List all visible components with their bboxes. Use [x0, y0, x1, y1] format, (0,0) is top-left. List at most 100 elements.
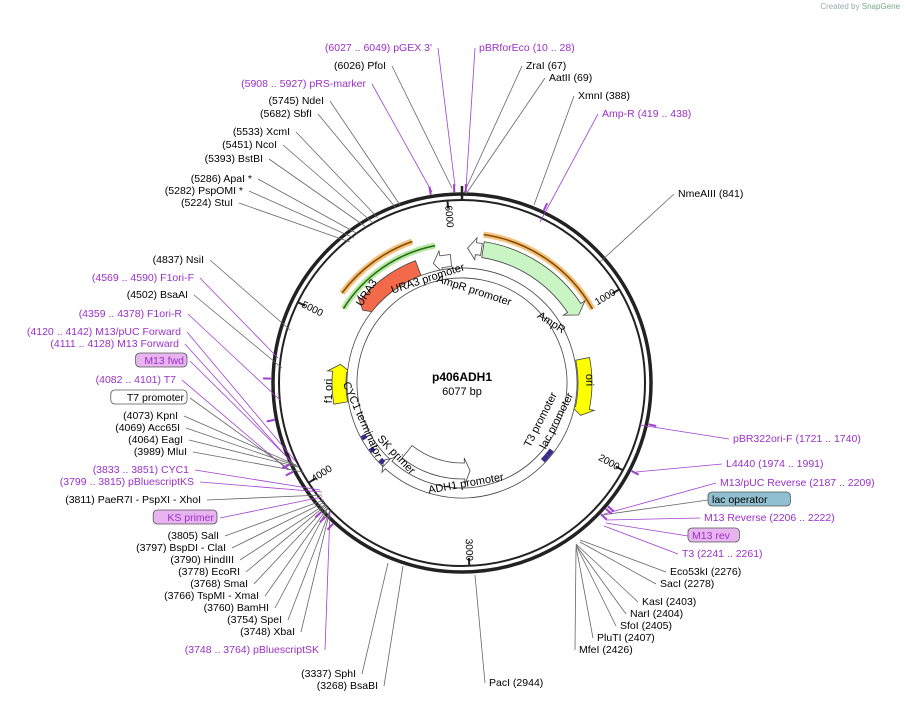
svg-text:MfeI (2426): MfeI (2426) [579, 644, 633, 656]
site-label: SfoI (2405) [575, 544, 672, 632]
svg-text:(3748 .. 3764) pBluescriptSK: (3748 .. 3764) pBluescriptSK [185, 644, 319, 656]
site-label: (5682) SbfI [260, 108, 397, 209]
site-label: pBR322ori-F (1721 .. 1740) [639, 424, 861, 445]
ura3-orf-line [342, 244, 436, 309]
primer-site-tick [428, 186, 432, 195]
site-label: (4120 .. 4142) M13/pUC Forward [27, 326, 297, 463]
site-label: (5393) BstBI [205, 153, 367, 228]
site-label: SacI (2278) [579, 541, 714, 590]
primer-mark [368, 446, 376, 454]
tick-mark [615, 465, 624, 472]
svg-text:T3 (2241 .. 2261): T3 (2241 .. 2261) [682, 548, 763, 560]
svg-text:(5745) NdeI: (5745) NdeI [269, 95, 324, 107]
svg-text:(3766) TspMI - XmaI: (3766) TspMI - XmaI [164, 590, 259, 602]
svg-text:PluTI (2407): PluTI (2407) [597, 632, 655, 644]
primer-site-tick [326, 523, 334, 531]
site-label: MfeI (2426) [574, 547, 633, 656]
svg-text:(5533) XcmI: (5533) XcmI [233, 126, 290, 138]
svg-text:(4111 .. 4128) M13 Forward: (4111 .. 4128) M13 Forward [50, 338, 179, 350]
svg-text:PacI (2944): PacI (2944) [489, 677, 543, 689]
svg-text:(3760) BamHI: (3760) BamHI [204, 602, 269, 614]
site-label: KasI (2403) [575, 543, 696, 608]
svg-text:(3754) SpeI: (3754) SpeI [227, 614, 282, 626]
site-label: (4359 .. 4378) F1ori-R [79, 308, 281, 401]
svg-text:M13 Reverse (2206 .. 2222): M13 Reverse (2206 .. 2222) [704, 512, 835, 524]
f1-ori-label: f1 ori [323, 379, 335, 403]
svg-text:(5682) SbfI: (5682) SbfI [260, 108, 312, 120]
site-label: (5908 .. 5927) pRS-marker [241, 78, 433, 193]
site-label: (3833 .. 3851) CYC1 [93, 464, 321, 491]
svg-text:(4073) KpnI: (4073) KpnI [123, 410, 178, 422]
svg-text:AatII (69): AatII (69) [549, 72, 592, 84]
site-label: ZraI (67) [463, 60, 566, 194]
site-label: (4064) EagI [128, 434, 299, 468]
site-label: (4569 .. 4590) F1ori-F [92, 272, 279, 359]
svg-text:(3768) SmaI: (3768) SmaI [190, 578, 248, 590]
svg-text:ZraI (67): ZraI (67) [526, 60, 566, 72]
site-label: (5224) StuI [181, 197, 351, 243]
svg-text:Amp-R (419 .. 438): Amp-R (419 .. 438) [602, 108, 691, 120]
site-label: (3268) BsaBI [317, 565, 404, 692]
site-label: (5451) NcoI [222, 139, 373, 223]
svg-text:(4569 .. 4590) F1ori-F: (4569 .. 4590) F1ori-F [92, 272, 194, 284]
primer-site-tick [631, 470, 640, 476]
svg-text:Eco53kI (2276): Eco53kI (2276) [670, 566, 741, 578]
tick-mark [308, 477, 316, 484]
cyc1-terminator-label: CYC1 terminator [340, 380, 384, 460]
tick-label: 3000 [463, 539, 475, 562]
svg-text:(4502) BsaAI: (4502) BsaAI [127, 289, 188, 301]
site-label: (5745) NdeI [269, 95, 401, 206]
site-label: (5533) XcmI [233, 126, 379, 219]
site-label: Amp-R (419 .. 438) [539, 108, 691, 223]
tick-mark [297, 301, 306, 307]
site-label: (3748) XbaI [240, 509, 331, 638]
svg-text:(5282) PspOMI *: (5282) PspOMI * [165, 185, 243, 197]
svg-text:(3805) SalI: (3805) SalI [168, 530, 219, 542]
primer-site-tick [281, 463, 290, 470]
site-label: (3748 .. 3764) pBluescriptSK [185, 511, 331, 656]
ura3-arc-line [341, 240, 413, 294]
primer-mark [545, 448, 554, 458]
svg-text:L4440 (1974 .. 1991): L4440 (1974 .. 1991) [726, 458, 824, 470]
tick-label: 4000 [310, 463, 335, 485]
site-label: M13/pUC Reverse (2187 .. 2209) [603, 477, 875, 515]
svg-text:(4069) Acc65I: (4069) Acc65I [115, 422, 180, 434]
site-label: (3989) MluI [134, 446, 304, 473]
svg-text:(4359 .. 4378) F1ori-R: (4359 .. 4378) F1ori-R [79, 308, 183, 320]
primer-site-tick [319, 515, 327, 523]
site-label: (3799 .. 3815) pBluescriptKS [60, 476, 323, 493]
svg-text:(5908 .. 5927) pRS-marker: (5908 .. 5927) pRS-marker [241, 78, 366, 90]
tick-label: 1000 [593, 287, 618, 308]
svg-text:SfoI (2405): SfoI (2405) [620, 620, 672, 632]
plasmid-size: 6077 bp [442, 386, 482, 398]
site-label: (3811) PaeR7I - PspXI - XhoI [65, 494, 323, 506]
primer-site-tick [266, 418, 275, 423]
svg-text:(4064) EagI: (4064) EagI [128, 434, 183, 446]
site-label: lac operator [601, 491, 791, 516]
snapgene-credit: Created by SnapGene [820, 2, 900, 11]
f1-ori-feature [326, 363, 353, 405]
tick-label: 5000 [300, 300, 325, 320]
tick-mark [611, 288, 620, 295]
site-label: M13 fwd [135, 352, 293, 463]
site-label: (4502) BsaAI [127, 289, 283, 369]
amp-arc-line [483, 233, 594, 310]
svg-text:(4120 .. 4142) M13/pUC Forwar: (4120 .. 4142) M13/pUC Forward [27, 326, 181, 338]
primer-site-tick [542, 202, 549, 211]
site-label: L4440 (1974 .. 1991) [635, 458, 824, 473]
plasmid-name: p406ADH1 [432, 370, 492, 384]
site-label: (4111 .. 4128) M13 Forward [50, 338, 295, 466]
svg-text:SacI (2278): SacI (2278) [660, 578, 714, 590]
primer-site-tick [607, 505, 615, 513]
site-label: (3778) EcoRI [178, 504, 327, 578]
site-label: (4837) NsiI [153, 254, 291, 331]
credit-prefix: Created by [820, 2, 860, 11]
svg-text:(3989) MluI: (3989) MluI [134, 446, 187, 458]
svg-text:(6026) PfoI: (6026) PfoI [334, 60, 386, 72]
site-label: PacI (2944) [474, 574, 543, 689]
site-label: (4073) KpnI [123, 410, 297, 466]
svg-text:(3268) BsaBI: (3268) BsaBI [317, 680, 378, 692]
primer-site-tick [605, 507, 613, 515]
site-label: PluTI (2407) [575, 545, 655, 644]
